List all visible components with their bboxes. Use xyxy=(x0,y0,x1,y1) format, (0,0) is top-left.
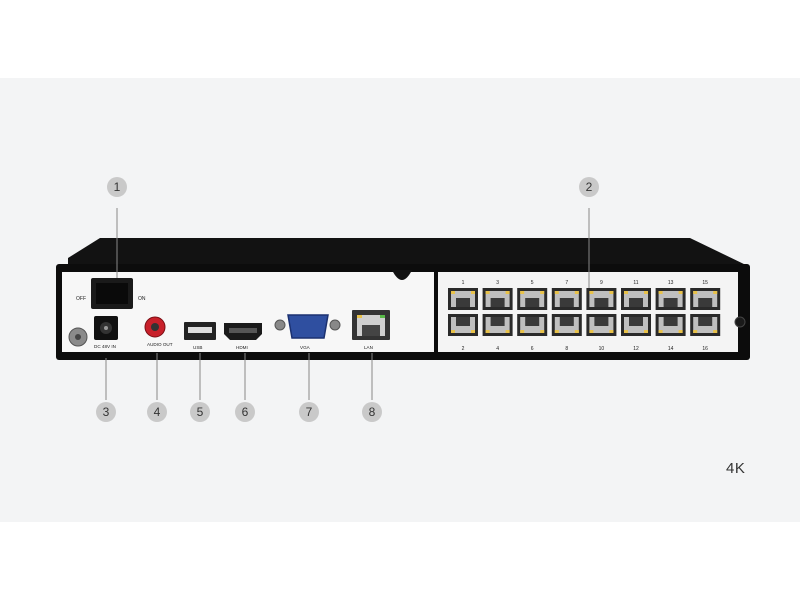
port-number-bottom: 4 xyxy=(496,346,499,352)
right-screw xyxy=(734,316,746,328)
poe-port xyxy=(621,288,651,310)
callout-5: 5 xyxy=(190,402,210,422)
port-number-top: 7 xyxy=(565,280,568,286)
port-number-top: 15 xyxy=(702,280,708,286)
port-number-top: 5 xyxy=(531,280,534,286)
poe-port xyxy=(690,288,721,310)
poe-port xyxy=(655,288,686,310)
poe-port xyxy=(482,288,513,310)
poe-port xyxy=(551,288,582,310)
callout-8: 8 xyxy=(362,402,382,422)
port-number-bottom: 8 xyxy=(565,346,568,352)
poe-port xyxy=(551,314,582,336)
port-number-bottom: 6 xyxy=(531,346,534,352)
chassis-notch xyxy=(392,270,412,280)
poe-port xyxy=(517,314,548,336)
poe-port xyxy=(586,288,617,310)
callout-1: 1 xyxy=(107,177,127,197)
poe-port xyxy=(690,314,721,336)
label-usb: USB xyxy=(193,345,202,350)
port-number-top: 13 xyxy=(668,280,674,286)
poe-port xyxy=(448,288,478,310)
port-number-bottom: 14 xyxy=(668,346,674,352)
poe-port xyxy=(655,314,686,336)
poe-port xyxy=(621,314,651,336)
callout-2: 2 xyxy=(579,177,599,197)
label-on: ON xyxy=(138,296,146,302)
port-number-top: 1 xyxy=(462,280,465,286)
port-number-bottom: 2 xyxy=(462,346,465,352)
label-off: OFF xyxy=(76,296,86,302)
poe-port xyxy=(586,314,617,336)
callout-3: 3 xyxy=(96,402,116,422)
vga-port xyxy=(287,314,329,339)
poe-port xyxy=(448,314,478,336)
resolution-badge: 4K xyxy=(726,460,746,477)
poe-port xyxy=(482,314,513,336)
label-vga: VGA xyxy=(300,345,311,350)
callout-leaders xyxy=(105,208,590,400)
chassis-top xyxy=(68,238,748,270)
poe-port xyxy=(517,288,548,310)
callout-6: 6 xyxy=(235,402,255,422)
callout-4: 4 xyxy=(147,402,167,422)
port-number-bottom: 12 xyxy=(633,346,639,352)
port-number-bottom: 10 xyxy=(599,346,605,352)
nvr-device: OFF ON DC 48V IN AUDIO OUT USB HDMI VGA xyxy=(56,208,750,400)
label-dc: DC 48V IN xyxy=(94,344,116,349)
callout-7: 7 xyxy=(299,402,319,422)
poe-panel xyxy=(438,272,738,352)
label-audio: AUDIO OUT xyxy=(147,342,173,347)
port-number-top: 11 xyxy=(633,280,638,286)
label-lan: LAN xyxy=(364,345,373,350)
product-stage: OFF ON DC 48V IN AUDIO OUT USB HDMI VGA xyxy=(0,78,800,522)
port-number-top: 9 xyxy=(600,280,603,286)
label-hdmi: HDMI xyxy=(236,345,248,350)
poe-port-grid xyxy=(448,288,721,336)
port-number-bottom: 16 xyxy=(702,346,708,352)
port-number-top: 3 xyxy=(496,280,499,286)
